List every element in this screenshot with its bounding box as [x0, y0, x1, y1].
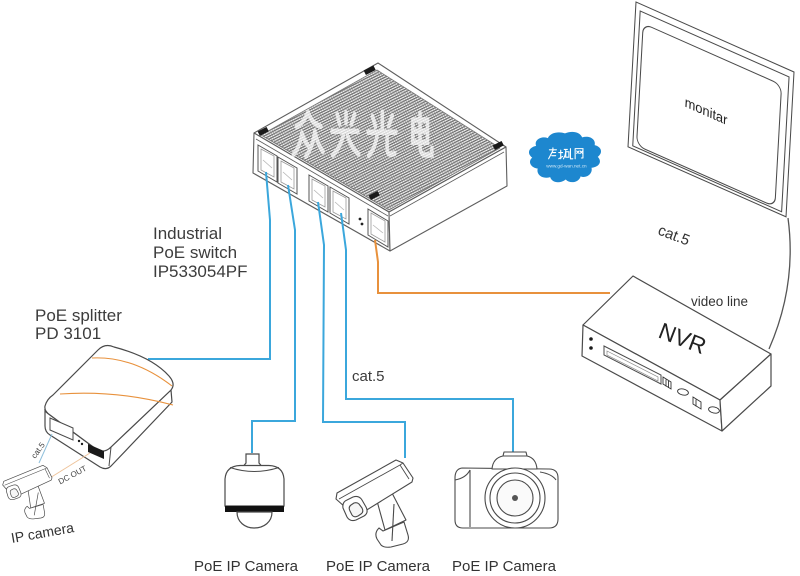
- svg-text:video line: video line: [691, 294, 748, 309]
- svg-text:PD 3101: PD 3101: [35, 324, 101, 343]
- svg-text:IP533054PF: IP533054PF: [153, 262, 248, 281]
- svg-text:cat.5: cat.5: [656, 222, 692, 250]
- svg-text:IP camera: IP camera: [10, 519, 76, 546]
- svg-text:PoE IP Camera: PoE IP Camera: [452, 558, 557, 575]
- svg-text:cat.5: cat.5: [352, 368, 385, 385]
- svg-text:PoE IP Camera: PoE IP Camera: [194, 558, 299, 575]
- svg-text:Industrial: Industrial: [153, 224, 222, 243]
- svg-text:PoE switch: PoE switch: [153, 243, 237, 262]
- svg-text:PoE IP Camera: PoE IP Camera: [326, 558, 431, 575]
- svg-text:www.gd-wan.net.cn: www.gd-wan.net.cn: [546, 163, 587, 168]
- svg-text:PoE splitter: PoE splitter: [35, 306, 122, 325]
- svg-text:DC OUT: DC OUT: [57, 464, 88, 486]
